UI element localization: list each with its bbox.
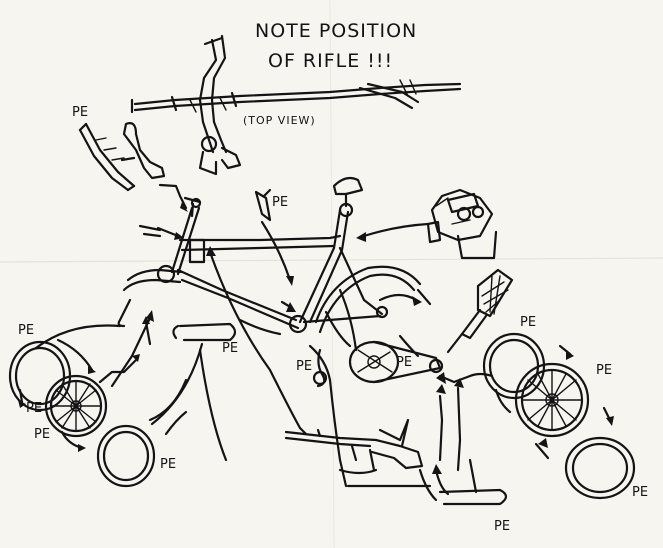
pe-label: PE (632, 485, 648, 500)
pe-label: PE (26, 401, 42, 416)
pump (446, 268, 514, 354)
pe-label: PE (596, 363, 612, 378)
pe-label: PE (72, 105, 88, 120)
handlebar-bag (426, 188, 498, 260)
pe-label: PE (160, 457, 176, 472)
pe-label: PE (34, 427, 50, 442)
kickstand-parts (172, 322, 508, 506)
bicycle-frame (117, 176, 389, 334)
note-title-line2: OF RIFLE !!! (268, 50, 393, 72)
pe-label: PE (272, 195, 288, 210)
pe-label: PE (296, 359, 312, 374)
chain-drive (348, 340, 444, 384)
pedal-parts (78, 122, 188, 212)
pe-label: PE (18, 323, 34, 338)
fenders (314, 265, 422, 352)
pe-label: PE (494, 519, 510, 534)
flow-arrows (18, 220, 614, 502)
front-wheel-parts (8, 340, 156, 488)
pe-label: PE (396, 355, 412, 370)
rifle (284, 418, 432, 488)
note-title-line1: NOTE POSITION (255, 20, 417, 42)
pe-label: PE (520, 315, 536, 330)
top-view-caption: (TOP VIEW) (243, 114, 316, 127)
rear-wheel-parts (482, 332, 636, 500)
top-view-drawing (130, 34, 462, 176)
pe-label: PE (222, 341, 238, 356)
